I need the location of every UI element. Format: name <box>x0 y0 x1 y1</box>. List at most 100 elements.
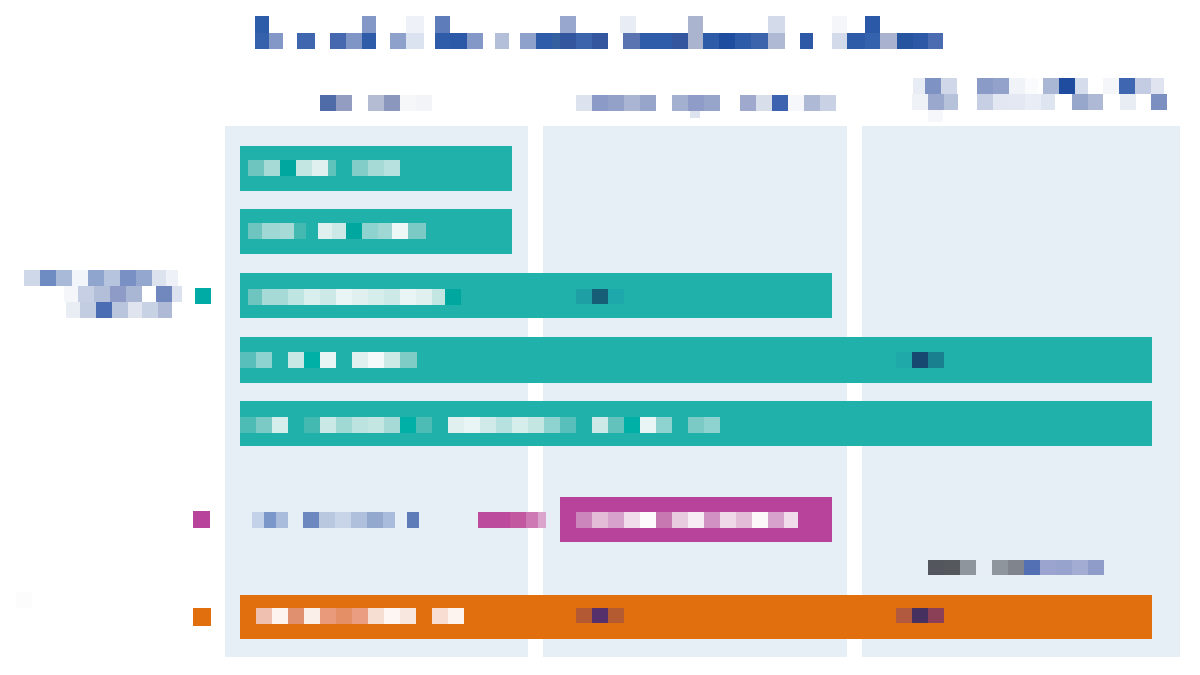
timeline-bar-1-teal-label-block <box>280 160 296 176</box>
slide-title-redacted-block <box>800 33 813 49</box>
timeline-bar-5-teal-label-block <box>624 417 640 433</box>
timeline-bar-6-magenta-label-block <box>592 512 608 528</box>
timeline-bar-7-orange-label-block <box>608 608 624 623</box>
timeline-bar-3-teal-label-block <box>400 289 416 305</box>
legend-item-orange-swatch <box>193 608 211 626</box>
column-3-header-redacted-block <box>928 110 943 122</box>
timeline-bar-7-orange-label-block <box>448 608 464 624</box>
timeline-bar-7-orange-label-block <box>592 608 608 623</box>
column-3-header-redacted-block <box>1088 94 1103 110</box>
column-3-header-redacted-block <box>1059 78 1075 94</box>
timeline-bar-6-magenta-label-block <box>656 512 672 528</box>
magenta-row-left-label-redacted-block <box>478 512 494 528</box>
slide-title-redacted-block <box>560 16 576 33</box>
legend-item-teal-label-block <box>128 302 142 318</box>
column-3-header-redacted-block <box>1119 78 1135 94</box>
legend-item-teal-label-block <box>104 270 120 286</box>
timeline-bar-7-orange-label-block <box>928 608 944 623</box>
timeline-bar-2-teal-label-block <box>346 223 362 239</box>
slide-title-redacted-block <box>362 33 376 49</box>
column-1-header-redacted-block <box>336 95 352 111</box>
magenta-row-left-label-redacted-block <box>407 512 419 528</box>
legend-item-teal-label-block <box>142 302 158 318</box>
column-3-header-redacted-block <box>1009 78 1025 94</box>
legend-item-teal-label-block <box>64 286 78 302</box>
column-3-header-redacted-block <box>993 78 1009 94</box>
column-2-header-redacted-block <box>804 95 820 111</box>
timeline-bar-4-teal-label-block <box>288 352 304 368</box>
timeline-bar-6-magenta-label-block <box>688 512 704 528</box>
column-2-header-redacted-block <box>576 95 592 111</box>
column-3-header-redacted-block <box>1043 78 1059 94</box>
slide-title-redacted-block <box>450 33 467 49</box>
slide-title-redacted-block <box>897 33 913 49</box>
note-above-orange-bar-redacted-block <box>1056 560 1072 575</box>
timeline-bar-5-teal-label-block <box>560 417 576 433</box>
timeline-bar-3-teal-label-block <box>608 289 624 304</box>
column-2-header-redacted-block <box>688 95 704 111</box>
magenta-row-left-label-redacted-block <box>494 512 510 528</box>
magenta-row-left-label-redacted-block <box>335 512 351 528</box>
timeline-bar-5-teal-label-block <box>352 417 368 433</box>
slide-title-redacted-block <box>435 33 450 49</box>
note-above-orange-bar-redacted-block <box>1072 560 1088 575</box>
timeline-bar-4-teal-label-block <box>304 352 320 368</box>
timeline-bar-2-teal-label-block <box>280 223 294 239</box>
slide-title-redacted-block <box>255 16 269 33</box>
timeline-bar-3-teal-label-block <box>368 289 384 305</box>
column-3-header-redacted-block <box>1009 94 1025 110</box>
timeline-bar-6-magenta-label-block <box>640 512 656 528</box>
slide-title-redacted-block <box>640 33 656 49</box>
timeline-bar-5-teal-label-block <box>416 417 432 433</box>
slide-title-redacted-block <box>576 33 592 49</box>
timeline-bar-7-orange-label-block <box>576 608 592 623</box>
slide-title-redacted-block <box>880 33 897 49</box>
note-above-orange-bar-redacted-block <box>976 560 992 575</box>
timeline-bar-7-orange-label-block <box>256 608 272 624</box>
magenta-row-left-label-redacted-block <box>538 512 546 528</box>
column-panel-1 <box>225 126 528 657</box>
column-1-header-redacted-block <box>400 95 416 111</box>
timeline-bar-1-teal-label-block <box>312 160 328 176</box>
timeline-bar-4-teal-label-block <box>896 352 912 368</box>
slide-title-redacted-block <box>620 16 636 33</box>
timeline-bar-1-teal-label-block <box>384 160 400 176</box>
column-3-header-redacted-block <box>977 94 993 110</box>
timeline-bar-3-teal-label-block <box>592 289 608 304</box>
legend-item-teal-label-block <box>142 286 156 302</box>
slide-title-redacted-block <box>406 16 424 33</box>
slide-title-redacted-block <box>865 33 880 49</box>
slide-title-redacted-block <box>735 33 751 49</box>
column-3-header-redacted-block <box>1120 94 1136 110</box>
timeline-bar-7-orange-label-block <box>400 608 416 624</box>
timeline-bar-4-teal-label-block <box>256 352 272 368</box>
magenta-row-left-label-redacted-block <box>264 512 276 528</box>
timeline-bar-4-teal-label-block <box>912 352 928 368</box>
column-2-header-redacted-block <box>740 95 756 111</box>
legend-item-teal-label-block <box>156 286 172 302</box>
column-3-header-redacted-block <box>1041 94 1055 110</box>
slide-title-redacted-block <box>536 33 552 49</box>
slide-title-redacted-block <box>406 33 424 49</box>
magenta-row-left-label-redacted-block <box>276 512 288 528</box>
slide-title-redacted-block <box>362 16 376 33</box>
column-2-header-redacted-block <box>690 111 700 118</box>
timeline-bar-5-teal-label-block <box>240 417 256 433</box>
column-panel-3 <box>862 126 1180 657</box>
column-3-header-redacted-block <box>1151 94 1167 110</box>
timeline-bar-5-teal-label-block <box>656 417 672 433</box>
slide-title-redacted-block <box>520 33 536 49</box>
slide-title-redacted-block <box>847 33 865 49</box>
slide-title-redacted-block <box>928 33 943 49</box>
timeline-bar-3-teal-label-block <box>320 289 336 305</box>
note-above-orange-bar-redacted-block <box>928 560 944 575</box>
timeline-bar-3-teal-label-block <box>288 289 304 305</box>
column-2-header-redacted-block <box>772 95 788 111</box>
timeline-bar-6-magenta-label-block <box>576 512 592 528</box>
timeline-bar-6-magenta-label-block <box>672 512 688 528</box>
timeline-bar-1-teal-label-block <box>248 160 264 176</box>
timeline-bar-4-teal-label-block <box>400 352 417 368</box>
slide-title-redacted-block <box>719 33 735 49</box>
timeline-bar-7-orange-label-block <box>352 608 368 624</box>
note-above-orange-bar-redacted-block <box>992 560 1008 575</box>
